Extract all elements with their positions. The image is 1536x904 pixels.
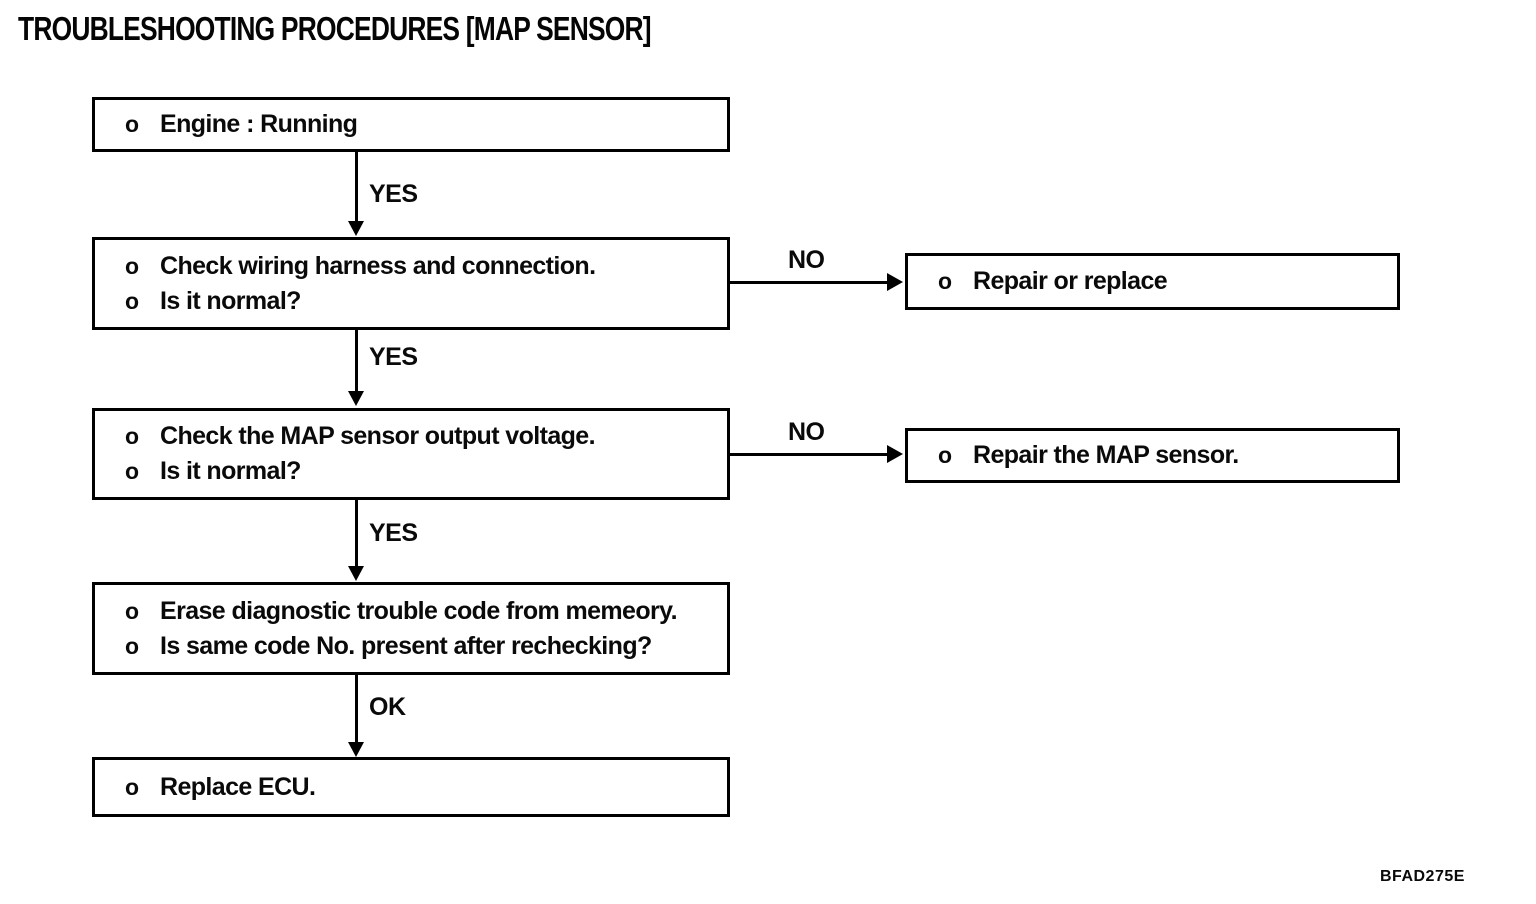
step-line: o Is same code No. present after recheck… [125, 629, 727, 664]
step-line: o Engine : Running [125, 107, 727, 142]
step-line: o Replace ECU. [125, 770, 727, 805]
result-text: Repair the MAP sensor. [973, 441, 1239, 469]
connector-label-no-1: NO [788, 246, 825, 274]
connector-line-right-2 [730, 453, 888, 456]
bullet-marker: o [938, 268, 953, 294]
step-line: o Is it normal? [125, 454, 727, 489]
step-line: o Erase diagnostic trouble code from mem… [125, 594, 727, 629]
step-text: Is same code No. present after recheckin… [160, 631, 652, 660]
result-box-repair-or-replace: o Repair or replace [905, 253, 1400, 310]
arrow-right-icon [887, 273, 903, 291]
result-box-repair-map-sensor: o Repair the MAP sensor. [905, 428, 1400, 483]
connector-label-ok: OK [369, 693, 406, 721]
result-text: Repair or replace [973, 267, 1168, 295]
step-box-engine-running: o Engine : Running [92, 97, 730, 152]
step-box-check-map-voltage: o Check the MAP sensor output voltage. o… [92, 408, 730, 500]
arrow-down-icon [348, 391, 364, 406]
step-line: o Repair or replace [938, 264, 1397, 299]
connector-line-down-4 [355, 675, 358, 744]
step-text: Engine : Running [160, 110, 358, 138]
step-text: Is it normal? [160, 457, 301, 485]
bullet-marker: o [125, 597, 140, 624]
connector-line-down-1 [355, 152, 358, 222]
arrow-down-icon [348, 566, 364, 581]
connector-line-right-1 [730, 281, 888, 284]
step-text: Check the MAP sensor output voltage. [160, 422, 596, 450]
connector-label-yes-1: YES [369, 180, 418, 208]
bullet-marker: o [125, 773, 140, 800]
bullet-marker: o [938, 442, 953, 468]
arrow-down-icon [348, 221, 364, 236]
step-line: o Check wiring harness and connection. [125, 249, 727, 284]
bullet-marker: o [125, 287, 140, 314]
step-line: o Is it normal? [125, 284, 727, 319]
arrow-right-icon [887, 445, 903, 463]
bullet-marker: o [125, 458, 140, 484]
step-line: o Repair the MAP sensor. [938, 438, 1397, 473]
connector-line-down-2 [355, 330, 358, 392]
step-line: o Check the MAP sensor output voltage. [125, 419, 727, 454]
figure-code: BFAD275E [1380, 868, 1465, 885]
page-title: TROUBLESHOOTING PROCEDURES [MAP SENSOR] [18, 10, 652, 47]
step-text: Replace ECU. [160, 772, 316, 801]
arrow-down-icon [348, 742, 364, 757]
bullet-marker: o [125, 111, 140, 137]
step-text: Check wiring harness and connection. [160, 251, 596, 280]
step-text: Erase diagnostic trouble code from memeo… [160, 596, 678, 625]
bullet-marker: o [125, 632, 140, 659]
step-text: Is it normal? [160, 286, 301, 315]
bullet-marker: o [125, 423, 140, 449]
step-box-replace-ecu: o Replace ECU. [92, 757, 730, 817]
connector-label-yes-3: YES [369, 519, 418, 547]
bullet-marker: o [125, 252, 140, 279]
step-box-check-wiring: o Check wiring harness and connection. o… [92, 237, 730, 330]
step-box-erase-code: o Erase diagnostic trouble code from mem… [92, 582, 730, 675]
connector-line-down-3 [355, 500, 358, 568]
connector-label-yes-2: YES [369, 343, 418, 371]
connector-label-no-2: NO [788, 418, 825, 446]
